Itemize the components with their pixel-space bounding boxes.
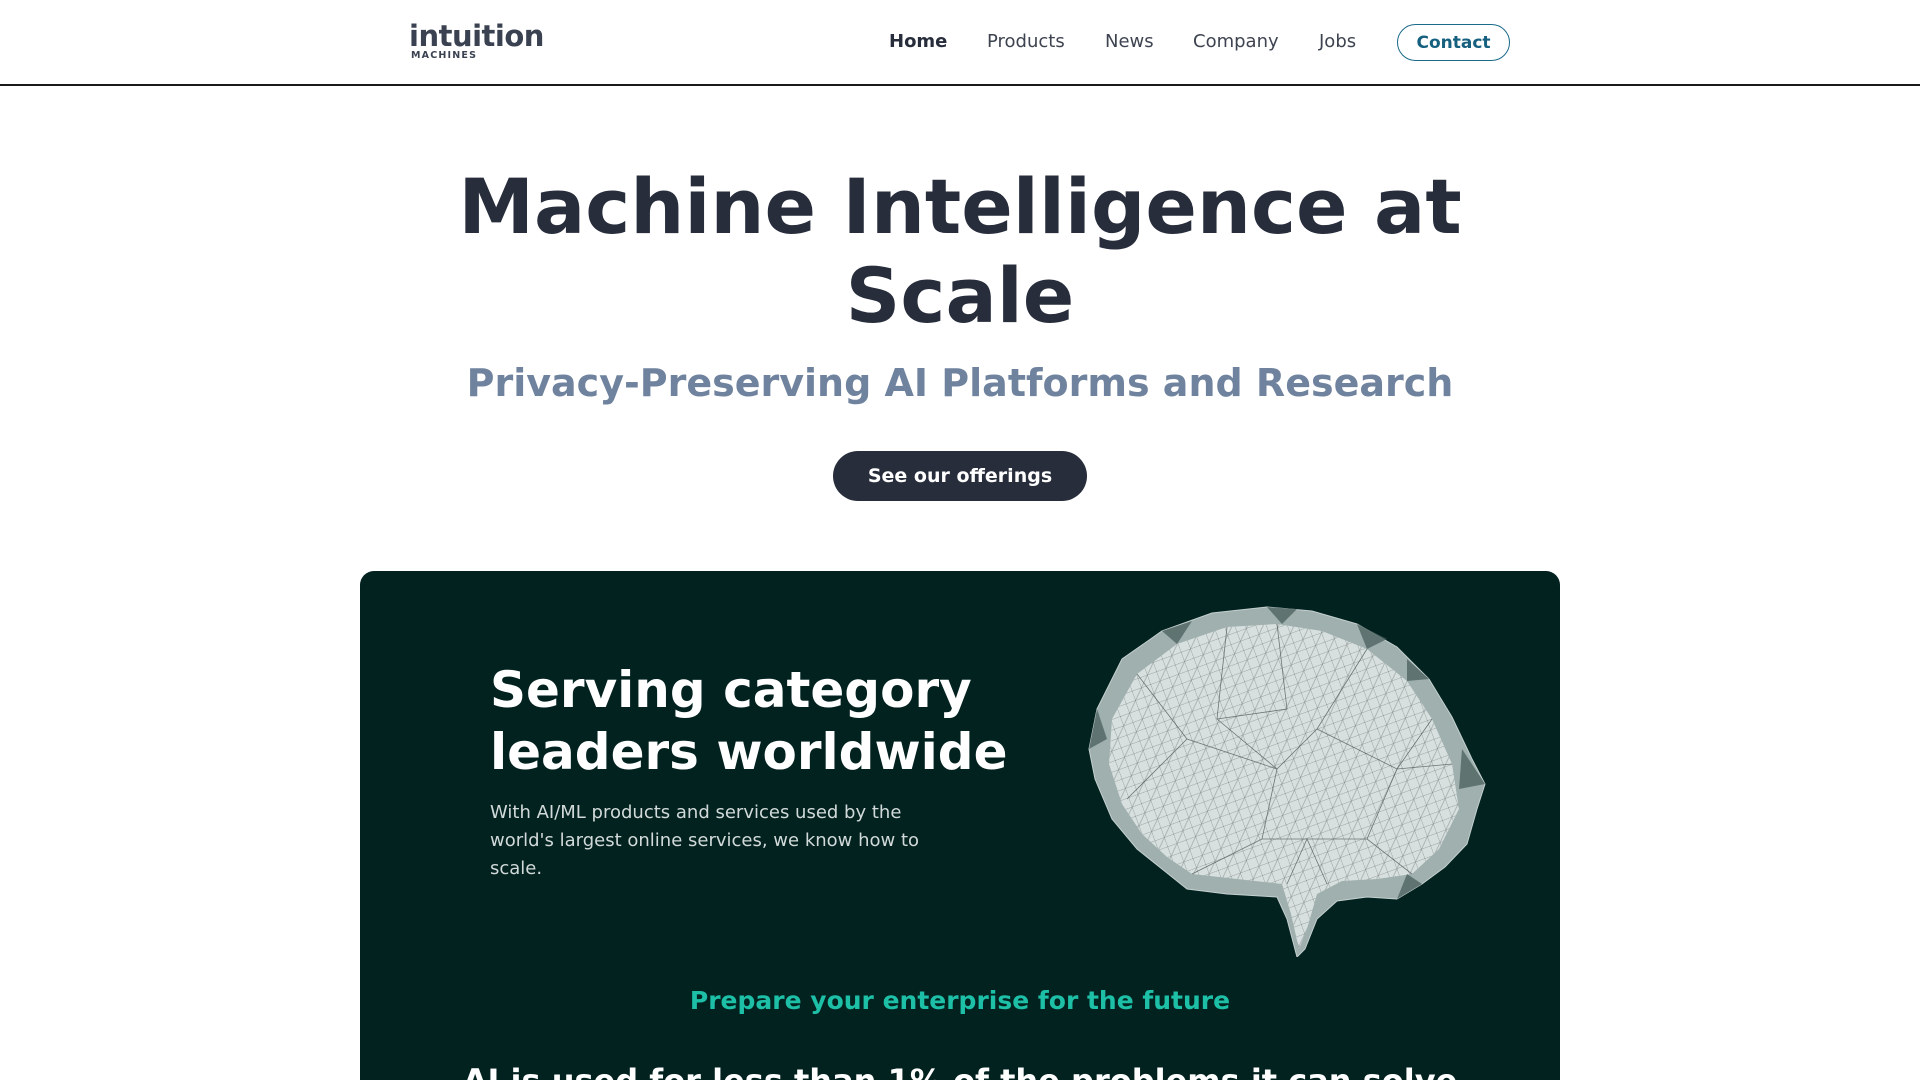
nav-link-jobs[interactable]: Jobs: [1319, 31, 1357, 52]
nav-link-home[interactable]: Home: [889, 31, 948, 52]
top-navigation: intuition MACHINES Home Products News Co…: [0, 0, 1920, 86]
hero-subtitle: Privacy-Preserving AI Platforms and Rese…: [466, 361, 1454, 405]
feature-section: Serving category leaders worldwide With …: [360, 571, 1560, 1080]
see-offerings-button[interactable]: See our offerings: [833, 451, 1087, 501]
hero-title: Machine Intelligence at Scale: [458, 162, 1462, 340]
nav-links: Home Products News Company Jobs: [0, 0, 1920, 84]
contact-button[interactable]: Contact: [1397, 24, 1510, 61]
nav-link-company[interactable]: Company: [1193, 31, 1279, 52]
feature-description: With AI/ML products and services used by…: [490, 802, 920, 879]
logo-subtitle: MACHINES: [411, 50, 478, 61]
feature-title: Serving category leaders worldwide: [490, 661, 1008, 781]
nav-link-products[interactable]: Products: [987, 31, 1065, 52]
nav-link-news[interactable]: News: [1105, 31, 1154, 52]
feature-teal-heading: Prepare your enterprise for the future: [689, 986, 1231, 1015]
brain-wireframe-image: [1067, 599, 1492, 958]
feature-statement: AI is used for less than 1% of the probl…: [360, 1061, 1560, 1080]
